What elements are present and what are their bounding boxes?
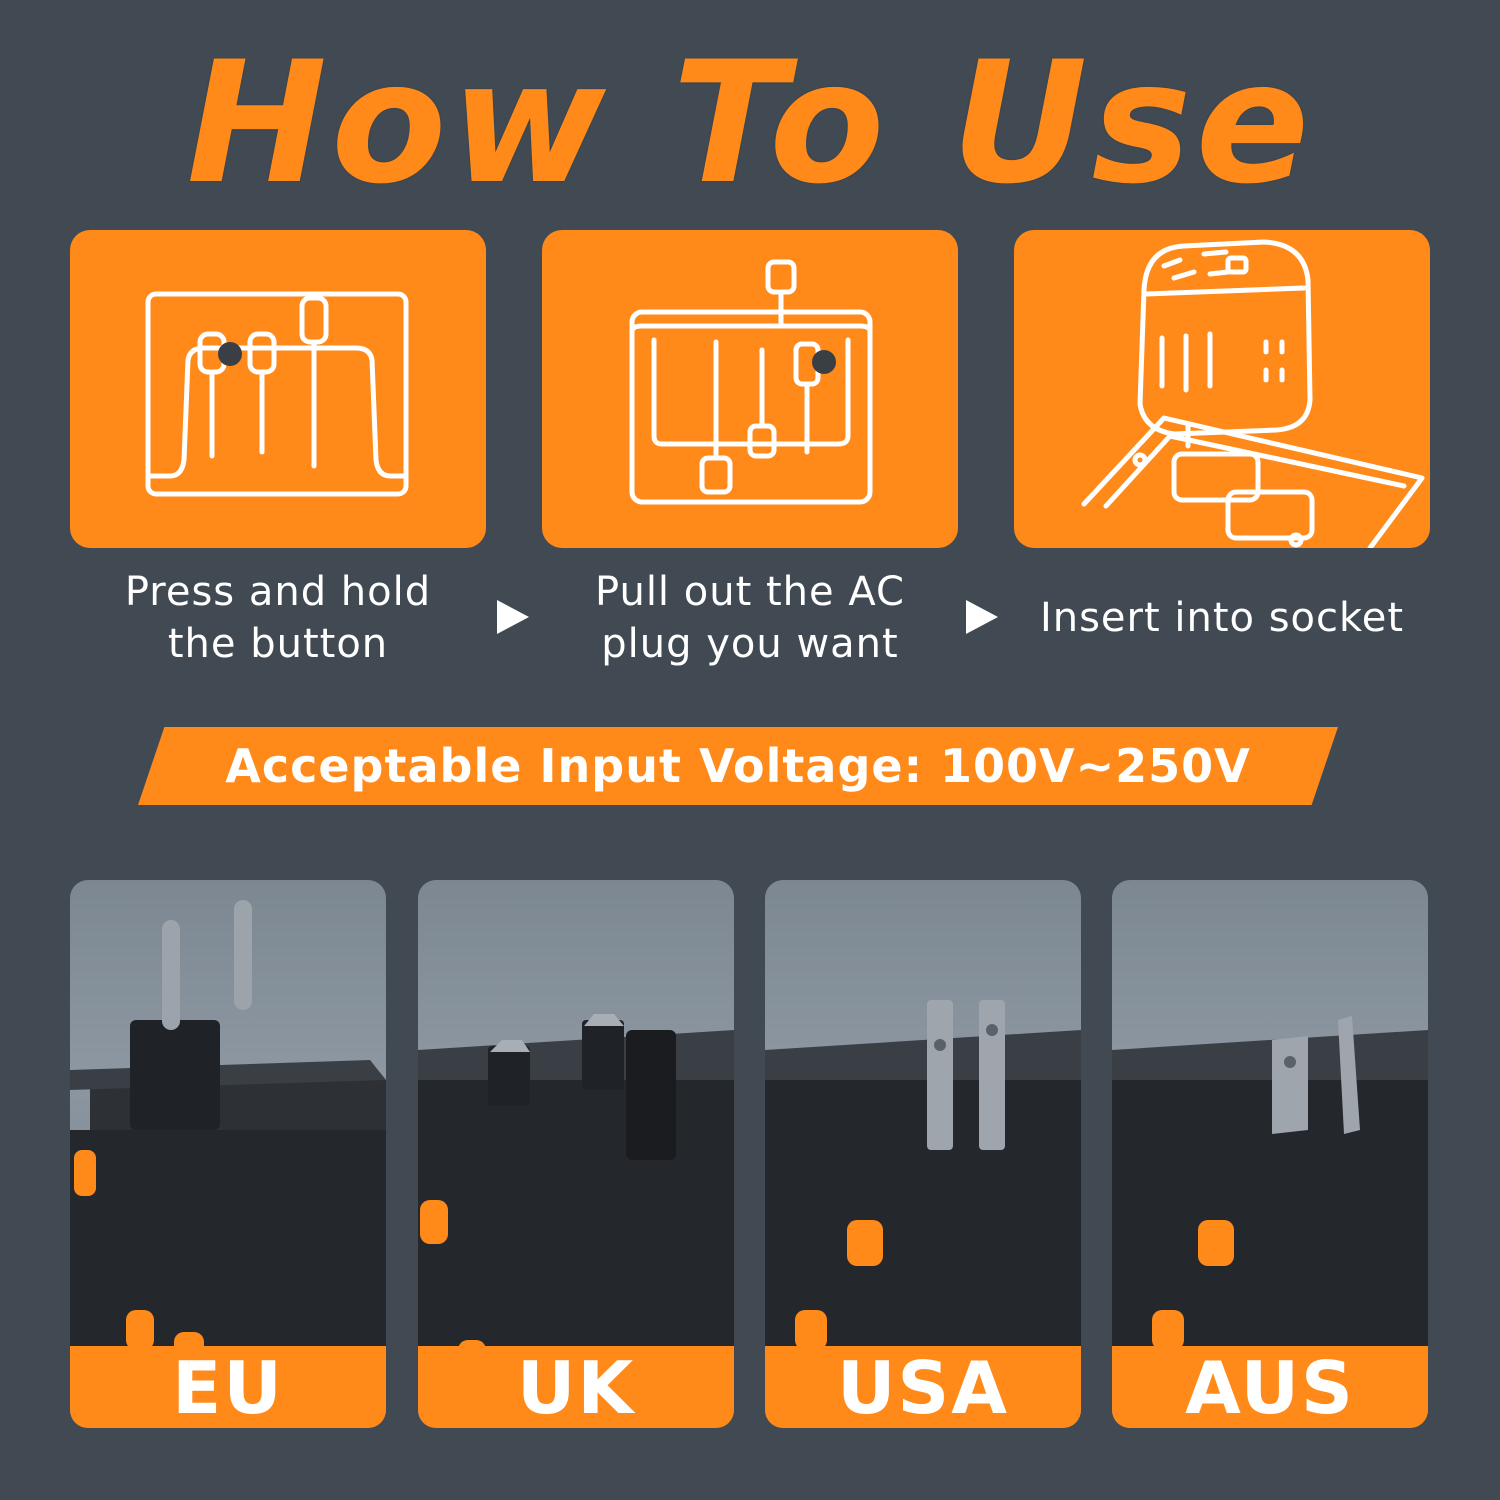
plug-label-eu: EU	[172, 1346, 284, 1428]
plug-card-uk: UK	[418, 880, 734, 1428]
insert-socket-icon	[1081, 239, 1425, 548]
plug-label-uk: UK	[516, 1346, 636, 1428]
step-card-insert	[1014, 230, 1430, 548]
step-label-press: Press and hold the button	[70, 566, 486, 670]
plug-label-aus: AUS	[1185, 1346, 1355, 1428]
step-label-line: Press and hold	[124, 569, 432, 615]
step-label-insert: Insert into socket	[1014, 592, 1430, 644]
page-title: How To Use	[186, 25, 1314, 221]
step-label-pull: Pull out the AC plug you want	[542, 566, 958, 670]
step-label-line: plug you want	[601, 621, 899, 667]
aus-plug-icon	[1112, 1016, 1428, 1380]
press-button-icon	[145, 291, 409, 497]
plug-label-bar	[1112, 1346, 1428, 1428]
plug-label-bar	[418, 1346, 734, 1428]
step-card-press	[70, 230, 486, 548]
uk-plug-icon	[418, 1014, 734, 1380]
voltage-text: Acceptable Input Voltage: 100V~250V	[225, 739, 1251, 793]
arrow-icon	[497, 600, 529, 634]
plug-card-usa: USA	[765, 880, 1081, 1428]
step-label-line: the button	[167, 621, 389, 667]
usa-plug-icon	[765, 1000, 1081, 1380]
plug-label-bar	[70, 1346, 386, 1428]
plug-card-eu: EU	[70, 880, 386, 1428]
plug-card-aus: AUS	[1112, 880, 1428, 1428]
arrow-icon	[966, 600, 998, 634]
pull-plug-icon	[629, 259, 873, 505]
step-card-pull	[542, 230, 958, 548]
plug-label-usa: USA	[836, 1346, 1010, 1428]
plug-label-bar	[765, 1346, 1081, 1428]
step-label-line: Insert into socket	[1039, 595, 1405, 641]
voltage-banner	[138, 727, 1338, 805]
step-label-line: Pull out the AC	[595, 569, 905, 615]
